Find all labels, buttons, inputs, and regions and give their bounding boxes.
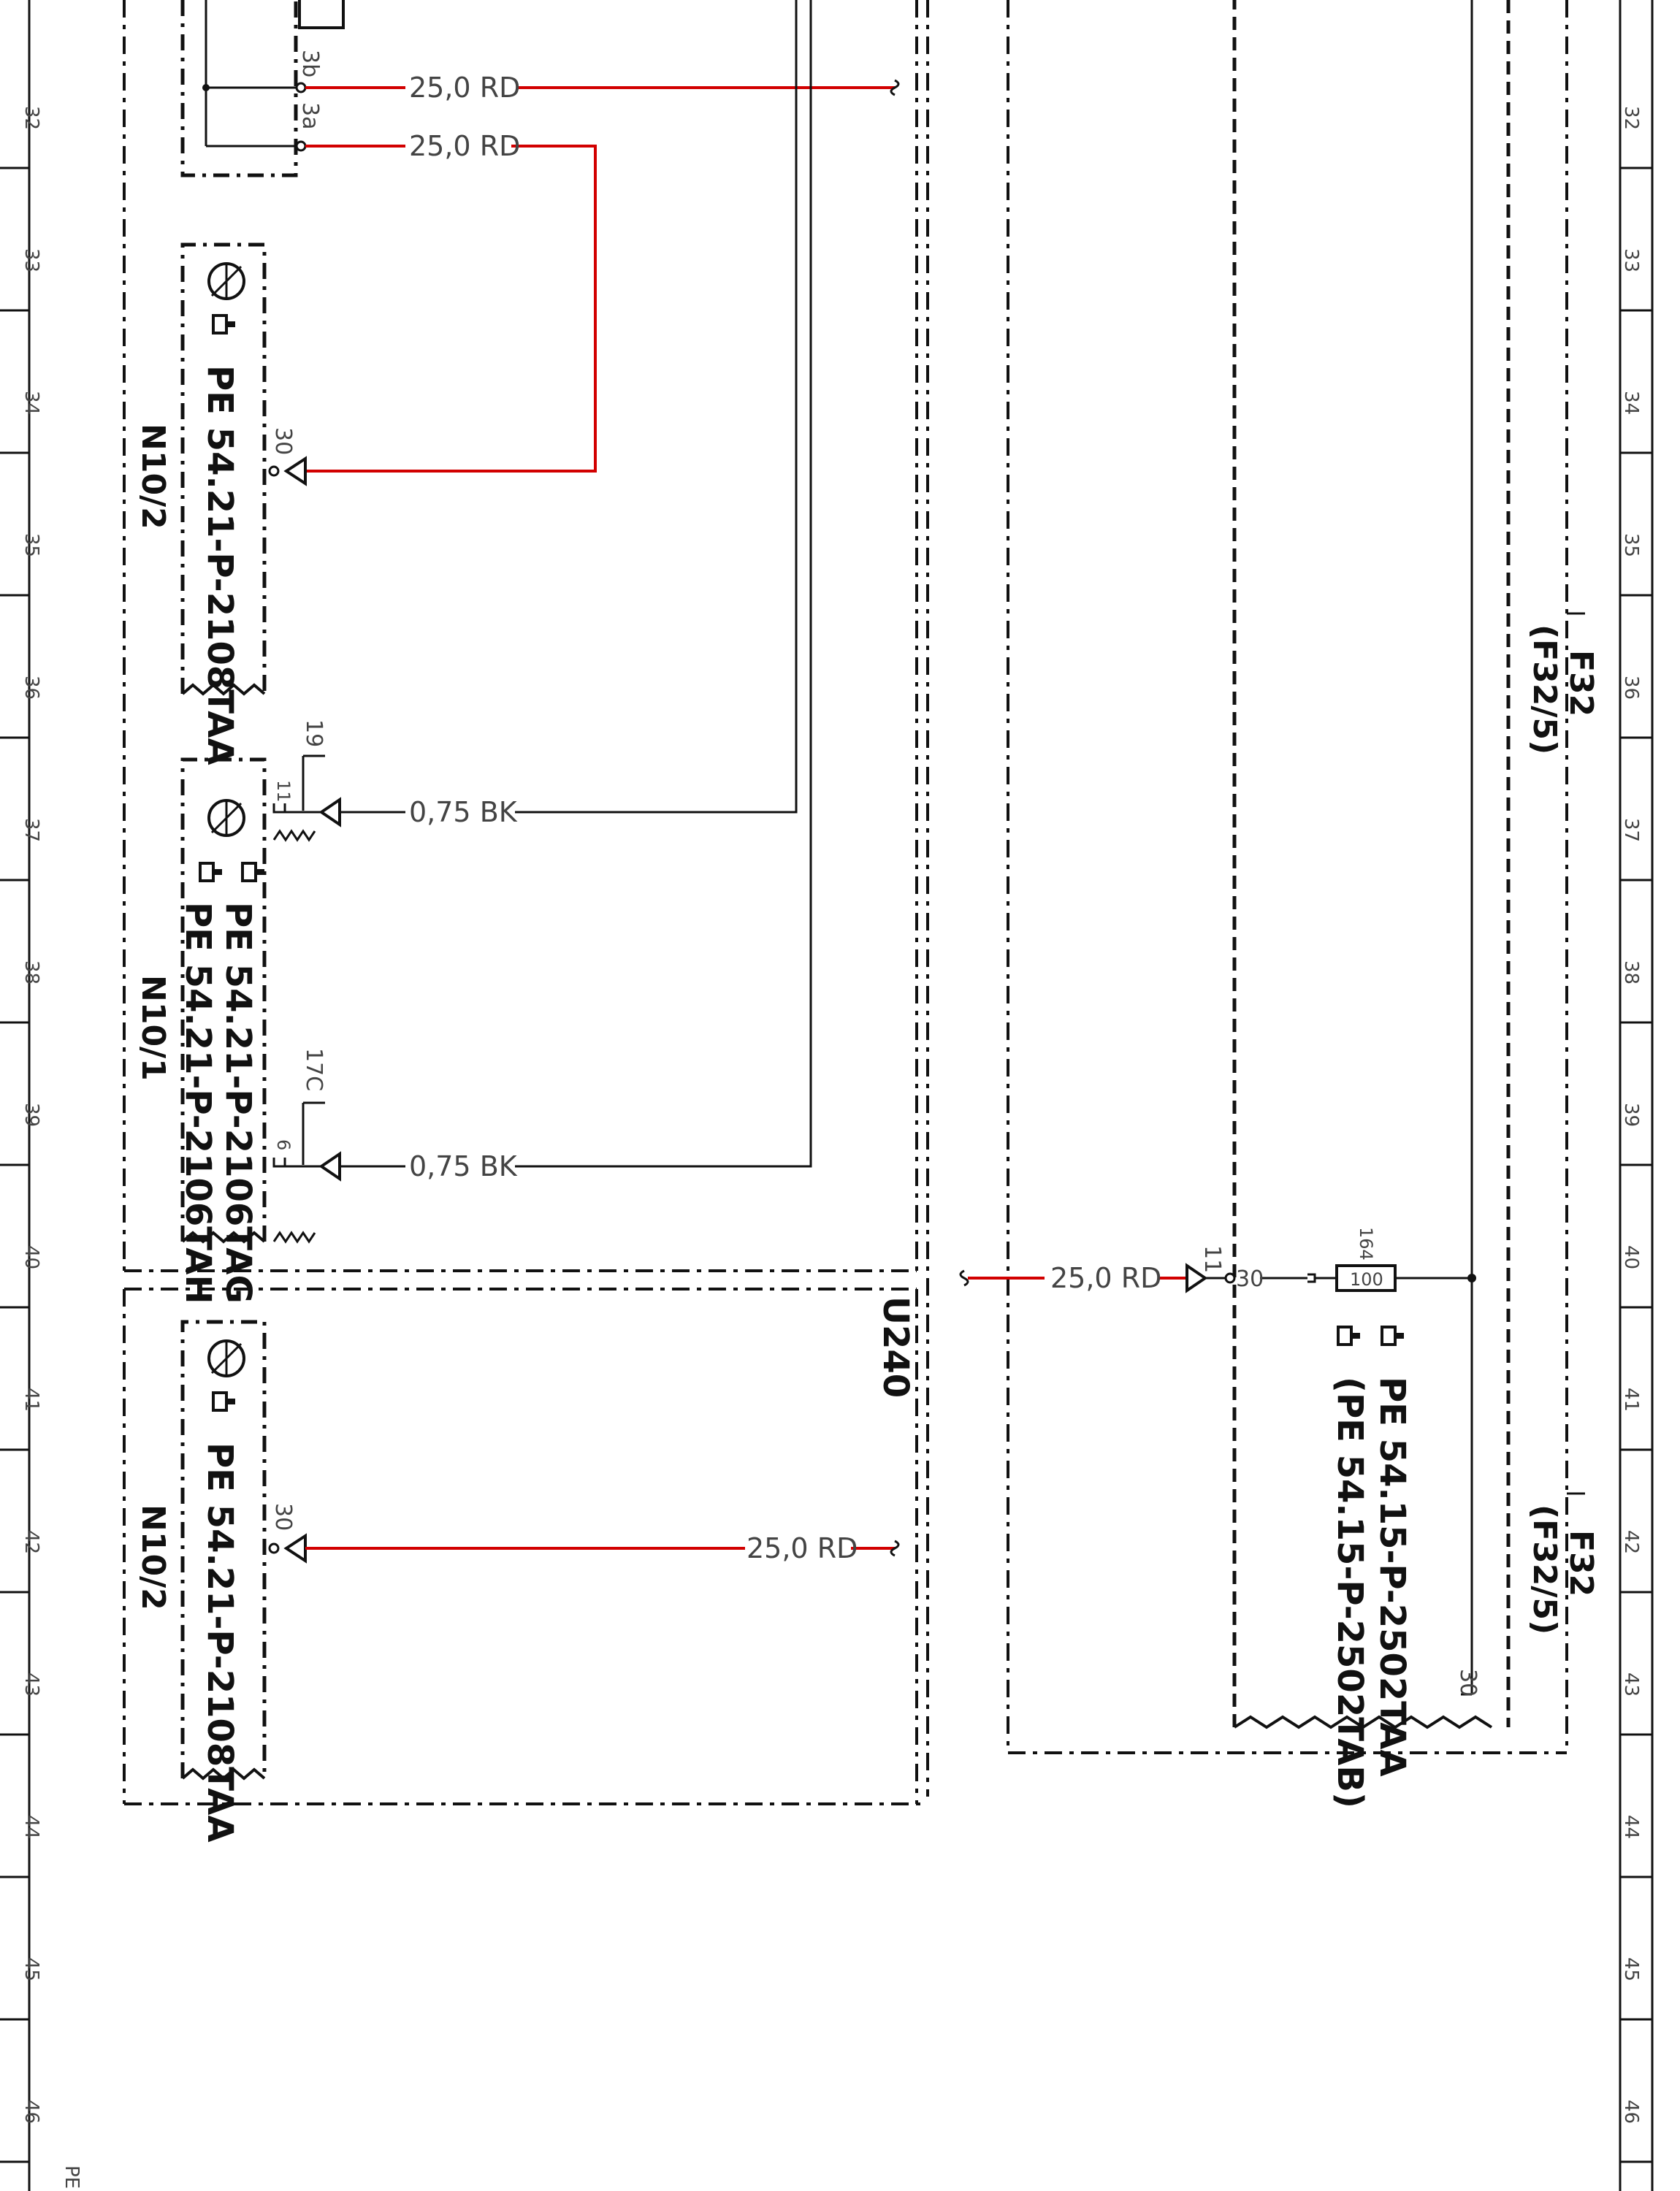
grid-row-number: 37	[1620, 818, 1642, 842]
wire-label-11: 0,75 BK	[409, 796, 518, 828]
grid-row-number: 34	[20, 391, 42, 415]
grid-row-number: 39	[20, 1103, 42, 1127]
grid-row-number: 32	[20, 106, 42, 130]
fuse-value-100: 100	[1350, 1269, 1383, 1290]
grid-row-number: 36	[20, 676, 42, 700]
grid-row-number: 40	[1620, 1245, 1642, 1269]
grid-row-number: 41	[20, 1388, 42, 1412]
pin-3a: 3a	[297, 102, 323, 129]
pin-164: 164	[1356, 1227, 1376, 1261]
grid-row-number: 45	[1620, 1957, 1642, 1981]
pin-30-f32-bottom: 30	[1455, 1669, 1481, 1697]
n10-1-box	[180, 754, 341, 1244]
grid-row-number: 36	[1620, 676, 1642, 700]
grid-row-number: 38	[20, 960, 42, 984]
pin-19: 19	[301, 719, 327, 747]
f32-bottom-ref: F32	[1562, 1530, 1600, 1597]
pin-f32-in: 11	[1199, 1245, 1225, 1273]
connector-box-3a-3b	[180, 0, 345, 177]
grid-row-number: 43	[1620, 1672, 1642, 1697]
grid-row-number: 37	[20, 818, 42, 842]
wire-label-f32: 25,0 RD	[1050, 1262, 1161, 1294]
grid-row-number: 35	[20, 533, 42, 557]
n10-2-top-ref: N10/2	[134, 424, 172, 529]
grid-row-number: 42	[1620, 1530, 1642, 1554]
grid-row-number: 46	[1620, 2100, 1642, 2124]
grid-row-number: 35	[1620, 533, 1642, 557]
wire-label-6: 0,75 BK	[409, 1150, 518, 1182]
pin-f32-30: 30	[1236, 1266, 1264, 1292]
u240-frame	[123, 1288, 920, 1805]
wire-6	[340, 0, 812, 1168]
pin-30-bottom: 30	[270, 1503, 296, 1531]
n10-2-bottom-doc: PE 54.21-P-2108TAA	[199, 1442, 240, 1843]
n10-1-ref: N10/1	[134, 975, 172, 1081]
grid-row-number: 38	[1620, 960, 1642, 984]
wire-label-n10-2-bottom: 25,0 RD	[747, 1532, 858, 1564]
f32-doc-2: (PE 54.15-P-2502TAB)	[1329, 1377, 1370, 1808]
grid-row-number: 44	[1620, 1815, 1642, 1839]
pin-6: 6	[273, 1139, 294, 1150]
grid-row-number: 34	[1620, 391, 1642, 415]
f32-doc-1: PE 54.15-P-2502TAA	[1372, 1377, 1413, 1777]
grid-row-number: 33	[20, 248, 42, 272]
n10-1-doc-1: PE 54.21-P-2106TAG	[218, 902, 259, 1304]
wire-label-3b: 25,0 RD	[409, 72, 520, 104]
grid-row-number: 33	[1620, 248, 1642, 272]
grid-row-number: 42	[20, 1530, 42, 1554]
left-module-frame	[123, 0, 929, 1797]
pin-11: 11	[273, 780, 294, 803]
wire-3a	[305, 145, 597, 473]
f32-top-ref: F32	[1562, 650, 1600, 716]
grid-ticks: 32 32 33 33 34 34 35 35 36 36 37 37 38 38 39 39 40 40 41 41…	[0, 106, 1652, 2163]
n10-2-bottom-box	[180, 1320, 900, 1781]
wire-11	[340, 0, 798, 814]
wire-label-3a: 25,0 RD	[409, 130, 520, 162]
grid-row-number: 45	[20, 1957, 42, 1981]
n10-2-top-box	[180, 242, 307, 696]
pin-3b: 3b	[297, 50, 323, 77]
u240-label: U240	[875, 1296, 916, 1398]
pin-17c: 17C	[301, 1048, 327, 1091]
f32-top-sub: (F32/5)	[1526, 624, 1563, 754]
grid-row-number: 41	[1620, 1388, 1642, 1412]
f32-bottom-sub: (F32/5)	[1526, 1504, 1563, 1634]
f32-box	[1232, 0, 1511, 1729]
grid-row-number: 32	[1620, 106, 1642, 130]
grid-row-number: 40	[20, 1245, 42, 1269]
pin-30-top: 30	[270, 427, 296, 455]
grid-row-number: 43	[20, 1672, 42, 1697]
grid-row-number: 39	[1620, 1103, 1642, 1127]
n10-1-doc-2: PE 54.21-P-2106TAH	[177, 902, 218, 1304]
frame	[28, 0, 1654, 2191]
grid-row-number: 46	[20, 2100, 42, 2124]
footer-code: PE	[61, 2165, 83, 2189]
grid-row-number: 44	[20, 1815, 42, 1839]
wire-f32-in	[959, 1263, 1472, 1293]
wire-3b	[305, 79, 900, 96]
n10-2-top-doc: PE 54.21-P-2108TAA	[199, 365, 240, 765]
right-module-frame	[1007, 0, 1568, 1754]
n10-2-bottom-ref: N10/2	[134, 1504, 172, 1610]
